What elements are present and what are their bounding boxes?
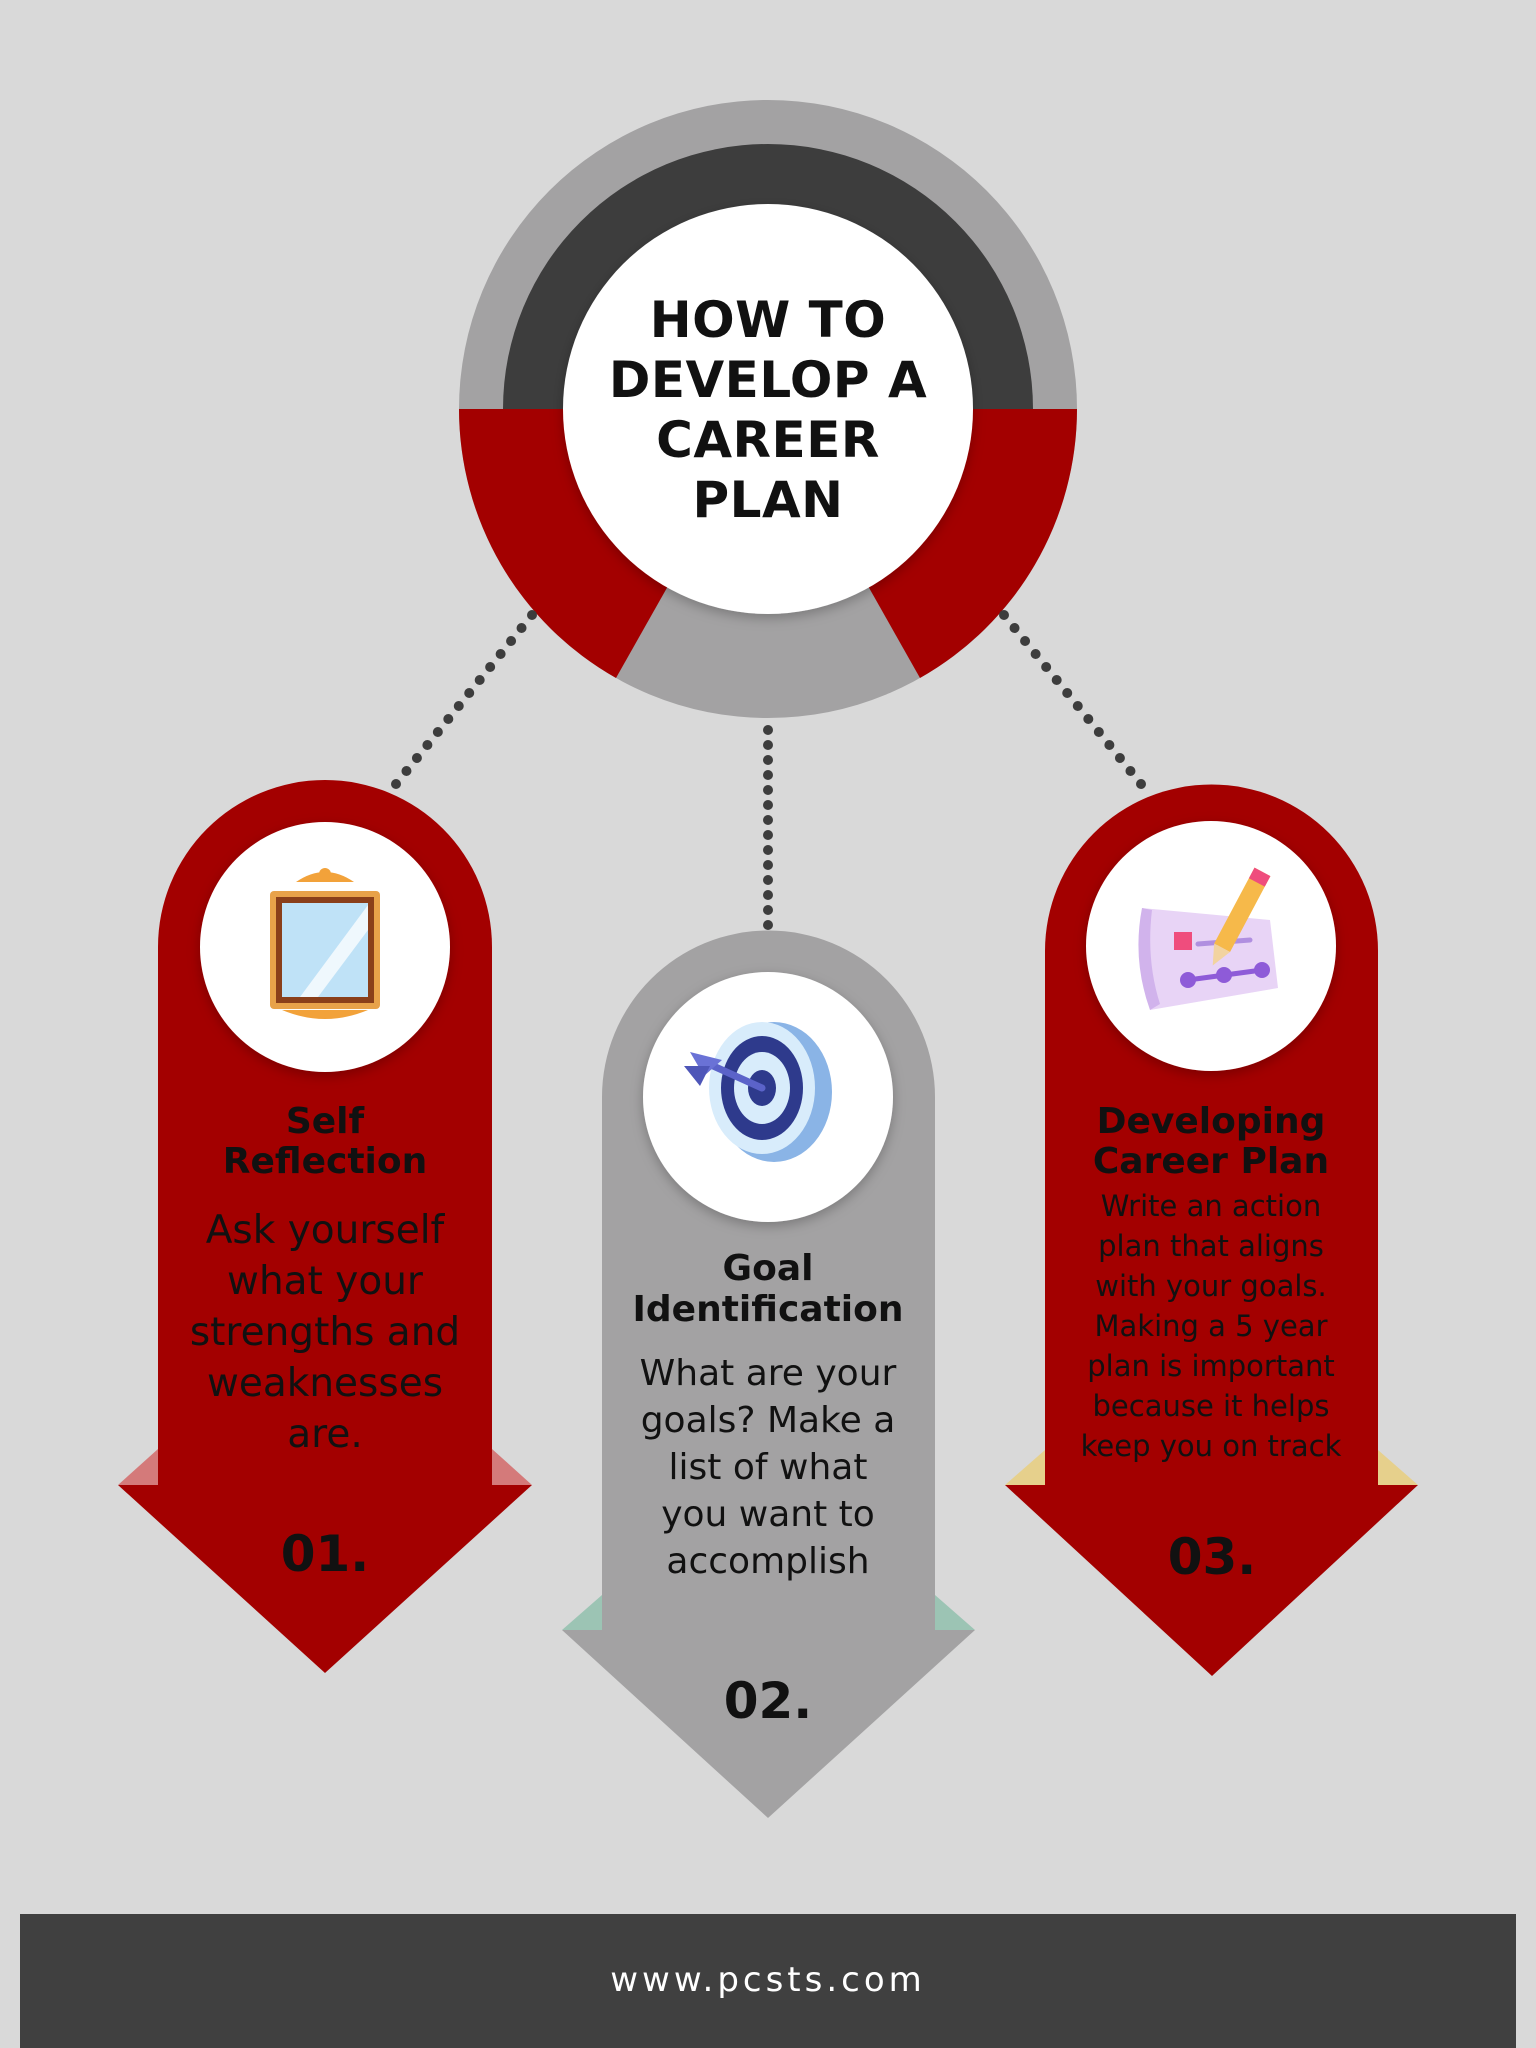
page-title: HOW TO DEVELOP A CAREER PLAN xyxy=(608,291,928,529)
connector-dot xyxy=(1083,714,1094,724)
connector-dot xyxy=(763,845,773,855)
connector-dot xyxy=(443,714,454,724)
connector-dot xyxy=(516,623,527,633)
connector-dot xyxy=(485,662,496,672)
connectors xyxy=(391,610,1146,930)
connector-dot xyxy=(763,800,773,810)
connector-dot xyxy=(763,785,773,795)
connector-dot xyxy=(763,755,773,765)
step-3-arrow-fold-right xyxy=(1378,1450,1418,1485)
step-2-body: What are your goals? Make a list of what… xyxy=(639,1353,897,1582)
step-2-number: 02. xyxy=(723,1672,813,1730)
connector-dot xyxy=(1030,649,1041,659)
connector-dot xyxy=(432,727,443,737)
connector-dot xyxy=(1041,662,1052,672)
step-1-heading: Self Reflection xyxy=(222,1101,428,1182)
connector-dot xyxy=(1020,636,1031,646)
step-1-arrow-head xyxy=(118,1485,532,1673)
connector-dot xyxy=(763,860,773,870)
connector-dot xyxy=(1104,740,1115,750)
step-2-arrow-head xyxy=(562,1630,975,1818)
connector-dot xyxy=(763,815,773,825)
step-1-number: 01. xyxy=(280,1525,370,1583)
connector-dot xyxy=(1136,779,1146,789)
connector-dot xyxy=(763,920,773,930)
connector-dot xyxy=(1093,727,1104,737)
step-2-heading: Goal Identification xyxy=(632,1248,904,1330)
step-1-arrow-fold-right xyxy=(492,1449,532,1485)
footer-url[interactable]: www.pcsts.com xyxy=(610,1960,926,2000)
footer-bar xyxy=(20,1914,1516,2048)
connector-dot xyxy=(763,830,773,840)
step-3-heading: Developing Career Plan xyxy=(1092,1101,1330,1182)
connector-dot xyxy=(763,905,773,915)
target-icon xyxy=(684,1022,832,1162)
connector-dot xyxy=(763,890,773,900)
step-1-body: Ask yourself what your strengths and wea… xyxy=(189,1208,461,1457)
step-2-arrow-fold-right xyxy=(935,1595,975,1630)
connector-dot xyxy=(391,779,401,789)
plan-pencil-icon xyxy=(1138,867,1278,1010)
connector-dot xyxy=(763,770,773,780)
connector-dot xyxy=(763,725,773,735)
connector-dot xyxy=(527,610,537,620)
connector-dot xyxy=(1125,766,1136,776)
step-3-number: 03. xyxy=(1167,1528,1257,1586)
connector-dot xyxy=(1072,701,1083,711)
step-1-arrow-fold-left xyxy=(118,1449,158,1485)
connector-dot xyxy=(1062,688,1073,698)
connector-dot xyxy=(401,766,412,776)
step-card-2 xyxy=(562,930,975,1818)
step-3-arrow-fold-left xyxy=(1005,1450,1045,1485)
connector-dot xyxy=(453,701,464,711)
mirror-icon xyxy=(270,868,380,1019)
connector-dot xyxy=(1114,753,1125,763)
connector-right xyxy=(999,610,1146,789)
connector-left xyxy=(391,610,537,789)
connector-dot xyxy=(1009,623,1020,633)
step-3-arrow-head xyxy=(1005,1485,1418,1676)
connector-dot xyxy=(763,875,773,885)
connector-dot xyxy=(422,740,433,750)
connector-dot xyxy=(999,610,1009,620)
step-card-3 xyxy=(1005,784,1418,1676)
connector-dot xyxy=(411,753,422,763)
step-3-body: Write an action plan that aligns with yo… xyxy=(1080,1189,1342,1463)
step-2-arrow-fold-left xyxy=(562,1595,602,1630)
connector-dot xyxy=(495,649,506,659)
hub-center-circle xyxy=(563,204,973,614)
connector-dot xyxy=(464,688,475,698)
connector-dot xyxy=(474,675,485,685)
title-hub xyxy=(459,100,1077,718)
step-card-1 xyxy=(118,780,532,1673)
connector-dot xyxy=(506,636,517,646)
connector-dot xyxy=(763,740,773,750)
connector-dot xyxy=(1051,675,1062,685)
connector-center xyxy=(763,725,773,930)
